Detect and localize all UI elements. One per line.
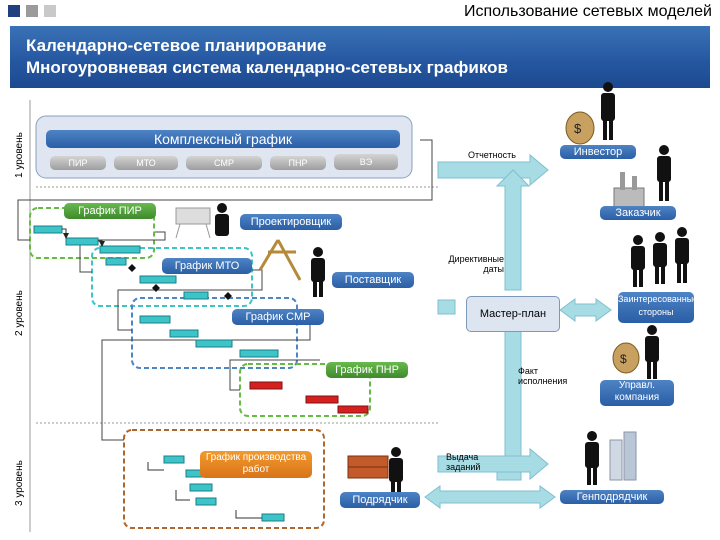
gantt-bar xyxy=(239,349,279,358)
gantt-bar xyxy=(189,483,213,492)
person-icon xyxy=(601,82,615,140)
directive-arrow xyxy=(437,299,456,315)
mto-schedule-label: График МТО xyxy=(162,258,252,274)
person-icon xyxy=(585,431,599,485)
phase-pnr: ПНР xyxy=(270,156,326,170)
mto-group-box xyxy=(91,247,253,307)
stakeholders-label: Заинтересованные стороны xyxy=(618,292,698,323)
person-icon xyxy=(215,203,229,236)
money-bag-icon: $ xyxy=(565,111,595,145)
gantt-bar xyxy=(139,275,177,284)
smr-schedule-label: График СМР xyxy=(232,309,324,325)
gantt-bar xyxy=(249,381,283,390)
gantt-bar xyxy=(65,237,99,246)
gantt-milestone xyxy=(224,292,232,300)
works-group-box xyxy=(123,429,325,529)
designer-label: Проектировщик xyxy=(240,214,342,230)
gantt-milestone xyxy=(152,284,160,292)
gantt-bar xyxy=(195,339,233,348)
pnr-schedule-label: График ПНР xyxy=(326,362,408,378)
decor-square-light xyxy=(44,5,56,17)
gantt-smr xyxy=(139,315,279,358)
cascade-line-2 xyxy=(79,231,166,273)
factory-icon xyxy=(613,172,645,211)
gantt-bar xyxy=(105,257,127,266)
drafting-icon xyxy=(175,207,211,239)
works-schedule-label: График производства работ xyxy=(200,451,312,478)
investor-label: Инвестор xyxy=(560,145,636,159)
gantt-bar xyxy=(139,315,171,324)
building-icon xyxy=(609,431,637,481)
gantt-bar xyxy=(195,497,217,506)
decor-square-gray xyxy=(26,5,38,17)
gantt-pir xyxy=(33,225,141,254)
vertical-arrow-up xyxy=(495,169,531,291)
supplier-label: Поставщик xyxy=(332,272,414,288)
pnr-group-box xyxy=(239,363,371,417)
money-bag-icon: $ xyxy=(612,342,640,374)
top-bar: Использование сетевых моделей xyxy=(0,0,720,24)
person-icon xyxy=(631,235,645,287)
phase-ve: ВЭ xyxy=(334,154,398,170)
gantt-bar xyxy=(99,245,141,254)
pir-group-box xyxy=(29,207,155,259)
crane-icon xyxy=(258,239,302,281)
phase-smr: СМР xyxy=(186,156,262,170)
person-icon xyxy=(657,145,671,201)
level-1-label: 1 уровень xyxy=(14,132,25,178)
cascade-line-5 xyxy=(229,359,320,391)
actual-label: Факт исполнения xyxy=(518,366,568,386)
management-label: Управл. компания xyxy=(600,380,674,406)
general-contractor-label: Генподрядчик xyxy=(560,490,664,504)
slide-subtitle: Многоуровневая система календарно-сетевы… xyxy=(26,58,508,77)
gantt-bar xyxy=(261,513,285,522)
directive-dates-label: Директивные даты xyxy=(448,254,504,274)
gantt-link xyxy=(235,510,262,519)
tasks-arrow xyxy=(437,447,549,481)
person-icon xyxy=(675,227,689,283)
slide-title: Календарно-сетевое планирование xyxy=(26,36,327,55)
complex-schedule-title: Комплексный график xyxy=(46,130,400,148)
contractor-arrow xyxy=(424,485,556,509)
gantt-bar xyxy=(33,225,63,234)
gantt-link xyxy=(62,228,69,239)
customer-label: Заказчик xyxy=(600,206,676,220)
gantt-link xyxy=(147,462,164,471)
top-title: Использование сетевых моделей xyxy=(463,3,712,20)
level-3-label: 3 уровень xyxy=(14,460,25,506)
gantt-bar xyxy=(305,395,339,404)
cascade-line-1 xyxy=(17,139,433,241)
cascade-line-4 xyxy=(101,319,311,441)
contractor-label: Подрядчик xyxy=(340,492,420,508)
person-icon xyxy=(653,232,667,284)
stakeholder-arrow xyxy=(559,298,612,322)
gantt-mto xyxy=(105,257,232,300)
level-2-label: 2 уровень xyxy=(14,290,25,336)
phase-mto: МТО xyxy=(114,156,178,170)
tasks-label: Выдача заданий xyxy=(446,452,481,472)
person-icon xyxy=(645,325,659,379)
slide-header: Календарно-сетевое планирование Многоуро… xyxy=(10,26,710,88)
person-icon xyxy=(389,447,403,495)
gantt-bar xyxy=(337,405,369,414)
decor-square-blue xyxy=(8,5,20,17)
bricks-icon xyxy=(347,455,389,479)
phase-pir: ПИР xyxy=(50,156,106,170)
gantt-bar xyxy=(169,329,199,338)
gantt-bar xyxy=(163,455,185,464)
smr-group-box xyxy=(131,297,298,369)
reporting-label: Отчетность xyxy=(468,150,516,160)
gantt-works xyxy=(147,455,285,522)
svg-text:$: $ xyxy=(574,121,582,136)
pir-schedule-label: График ПИР xyxy=(64,203,156,219)
master-plan-box: Мастер-план xyxy=(466,296,560,332)
gantt-link xyxy=(175,490,190,501)
gantt-pnr xyxy=(249,381,369,414)
gantt-link xyxy=(98,240,105,247)
person-icon xyxy=(311,247,325,297)
gantt-bar xyxy=(183,291,209,300)
svg-text:$: $ xyxy=(620,352,627,366)
gantt-milestone xyxy=(128,264,136,272)
